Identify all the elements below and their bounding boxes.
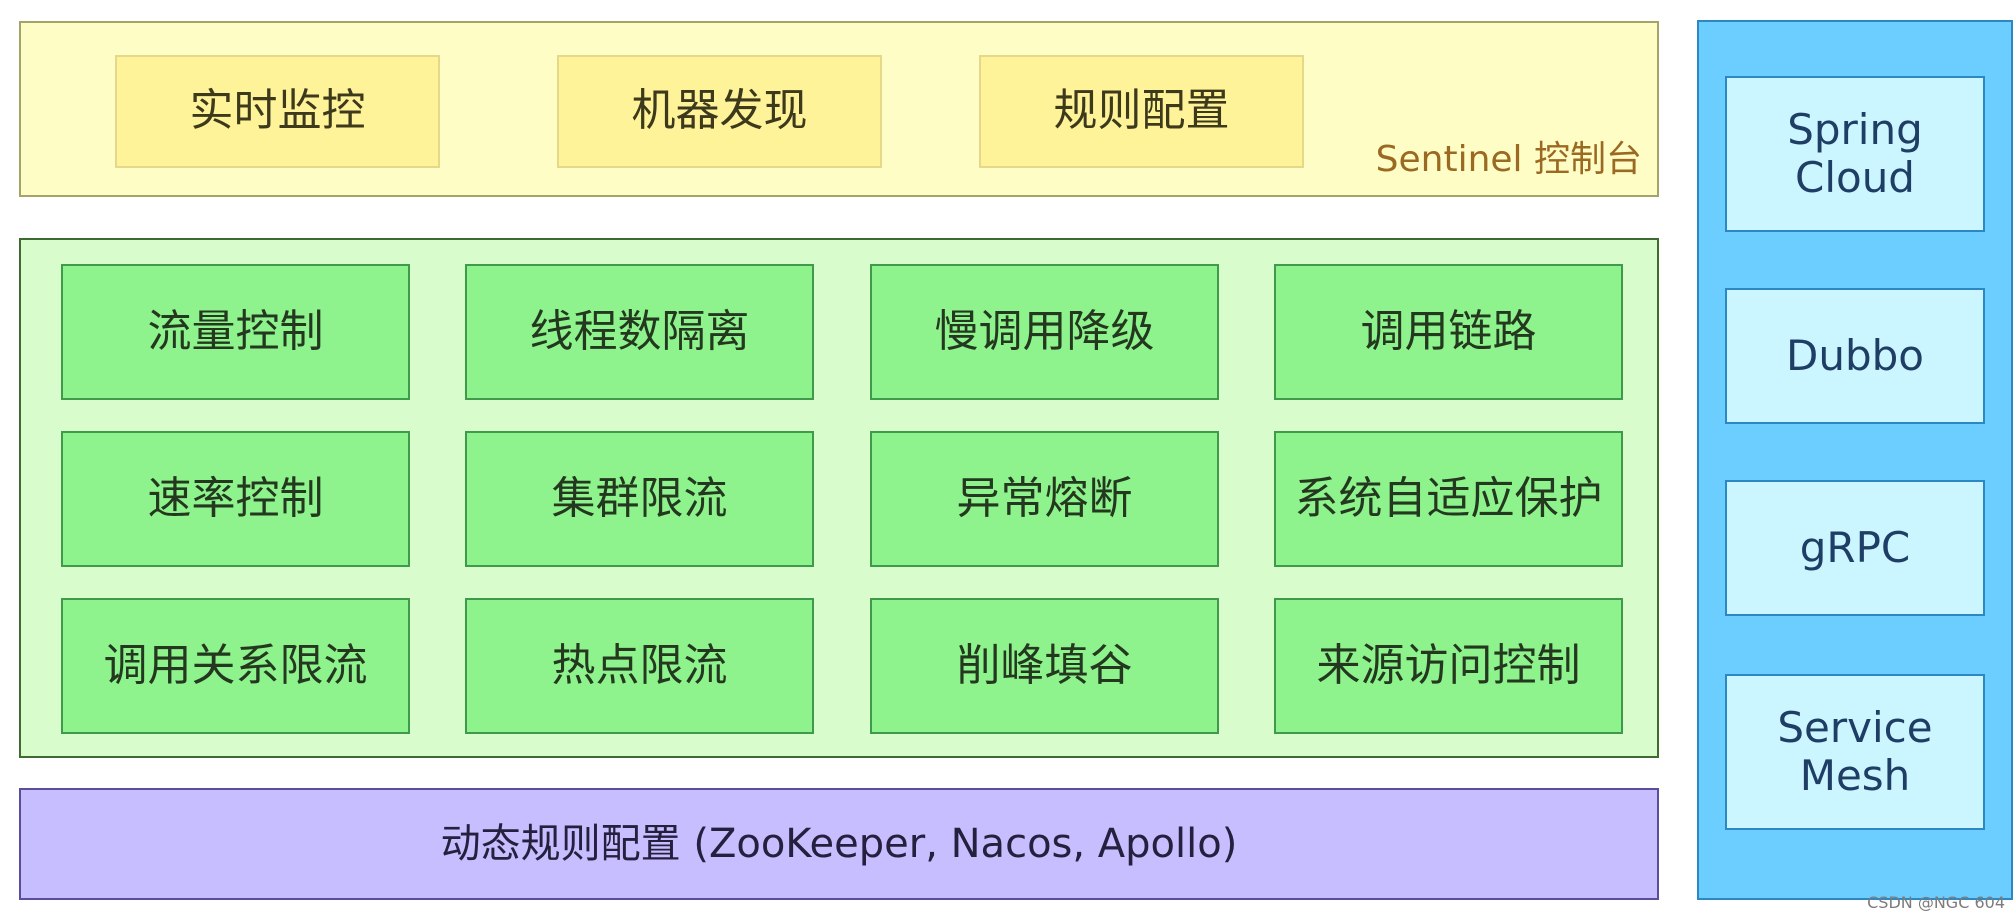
feature-flow-control: 流量控制 — [61, 264, 410, 400]
integration-spring-cloud: Spring Cloud — [1725, 76, 1985, 232]
feature-system-adaptive: 系统自适应保护 — [1274, 431, 1623, 567]
feature-cluster-limit: 集群限流 — [465, 431, 814, 567]
integration-service-mesh: Service Mesh — [1725, 674, 1985, 830]
feature-thread-isolation: 线程数隔离 — [465, 264, 814, 400]
feature-call-chain: 调用链路 — [1274, 264, 1623, 400]
feature-hotspot-limit: 热点限流 — [465, 598, 814, 734]
feature-slow-call-degrade: 慢调用降级 — [870, 264, 1219, 400]
console-item-realtime-monitoring: 实时监控 — [115, 55, 440, 168]
console-item-machine-discovery: 机器发现 — [557, 55, 882, 168]
core-features-panel: 流量控制 线程数隔离 慢调用降级 调用链路 速率控制 集群限流 异常熔断 系统自… — [19, 238, 1659, 758]
integration-grpc: gRPC — [1725, 480, 1985, 616]
integration-dubbo: Dubbo — [1725, 288, 1985, 424]
watermark: CSDN @NGC 604 — [1867, 893, 2005, 912]
feature-origin-access-control: 来源访问控制 — [1274, 598, 1623, 734]
feature-rate-control: 速率控制 — [61, 431, 410, 567]
feature-relation-limit: 调用关系限流 — [61, 598, 410, 734]
feature-exception-breaker: 异常熔断 — [870, 431, 1219, 567]
console-title: Sentinel 控制台 — [1375, 139, 1642, 180]
dynamic-rules-bar: 动态规则配置 (ZooKeeper, Nacos, Apollo) — [19, 788, 1659, 900]
feature-peak-shaving: 削峰填谷 — [870, 598, 1219, 734]
integrations-panel: Spring Cloud Dubbo gRPC Service Mesh — [1697, 20, 2013, 900]
dynamic-rules-label: 动态规则配置 (ZooKeeper, Nacos, Apollo) — [440, 821, 1238, 867]
sentinel-console-panel: 实时监控 机器发现 规则配置 Sentinel 控制台 — [19, 21, 1659, 197]
console-item-rule-config: 规则配置 — [979, 55, 1304, 168]
